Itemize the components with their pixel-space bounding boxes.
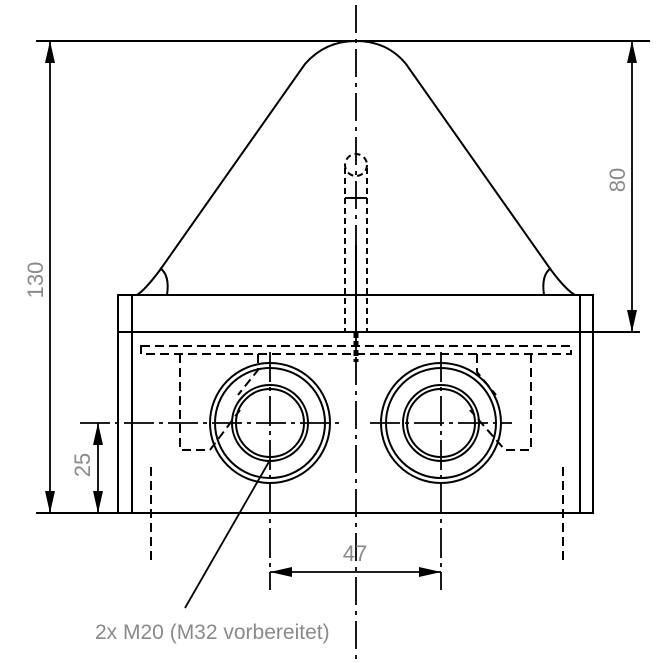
dim-80: 80 xyxy=(605,168,630,192)
arrowheads xyxy=(45,41,637,577)
dim-25: 25 xyxy=(70,453,95,477)
dim-47: 47 xyxy=(343,541,367,566)
callout-leader xyxy=(184,459,271,609)
internal-rod xyxy=(344,153,368,332)
dome-foot-left xyxy=(159,267,169,296)
housing-outline xyxy=(117,294,594,514)
callout-label: 2x M20 (M32 vorbereitet) xyxy=(95,621,330,644)
dim-130: 130 xyxy=(23,262,48,299)
dimension-lines xyxy=(49,41,633,609)
gland-centerlines xyxy=(80,352,512,590)
dome-foot-right xyxy=(542,267,552,296)
